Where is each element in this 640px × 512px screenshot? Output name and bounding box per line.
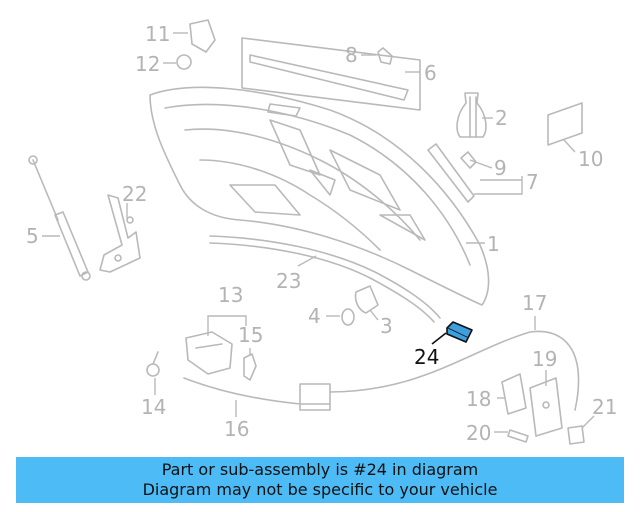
leader-lines: [42, 32, 595, 433]
callout-14: 14: [141, 395, 166, 419]
callout-16: 16: [224, 417, 249, 441]
part-18-bracket: [501, 373, 527, 415]
part-19-handle: [529, 377, 563, 437]
callout-23: 23: [276, 269, 301, 293]
callout-9: 9: [494, 156, 507, 180]
part-9-clip: [460, 151, 477, 169]
hood-seal: [209, 235, 441, 323]
parts-diagram: 1 2 3 4 5 6 7 8 9 10 11 12 13 14 15 16 1…: [26, 19, 617, 445]
callout-24-highlighted: 24: [414, 345, 439, 369]
part-4-plug: [341, 308, 355, 326]
callout-4: 4: [308, 304, 321, 328]
callout-13: 13: [218, 283, 243, 307]
callout-18: 18: [466, 387, 491, 411]
callout-5: 5: [26, 224, 39, 248]
part-10-label: [547, 102, 583, 146]
callout-20: 20: [466, 421, 491, 445]
part-15-bolt: [243, 353, 257, 381]
callout-6: 6: [424, 61, 437, 85]
part-20-screw: [507, 429, 529, 443]
part-14-bolt: [146, 351, 160, 377]
part-21-clip: [567, 425, 585, 445]
callout-21: 21: [592, 395, 617, 419]
banner-line-part: Part or sub-assembly is #24 in diagram: [161, 460, 479, 479]
part-11-bracket: [189, 19, 216, 53]
info-banner: Part or sub-assembly is #24 in diagram D…: [16, 457, 624, 503]
callout-1: 1: [487, 232, 500, 256]
callout-7: 7: [526, 170, 539, 194]
hood-panel: [149, 86, 490, 306]
callout-8: 8: [345, 43, 358, 67]
callout-12: 12: [135, 52, 160, 76]
callout-15: 15: [238, 323, 263, 347]
banner-line-disclaimer: Diagram may not be specific to your vehi…: [142, 480, 498, 499]
part-16-cable: [183, 377, 331, 411]
callout-3: 3: [380, 314, 393, 338]
part-8-clip: [377, 47, 393, 65]
callout-2: 2: [495, 106, 508, 130]
callout-11: 11: [145, 22, 170, 46]
callout-17: 17: [522, 291, 547, 315]
part-24-bumper: [446, 321, 473, 343]
callout-19: 19: [532, 347, 557, 371]
part-3-bumper: [354, 285, 379, 314]
part-5-strut: [28, 155, 91, 281]
part-22-hinge: [99, 194, 141, 273]
part-17-cable: [329, 330, 580, 411]
callout-10: 10: [578, 147, 603, 171]
part-13-latch: [185, 331, 233, 375]
callout-22: 22: [122, 182, 147, 206]
part-6-box: [241, 37, 421, 111]
part-12-grommet: [176, 54, 192, 70]
part-7-strip: [427, 143, 475, 203]
part-2-stopper: [456, 92, 487, 138]
